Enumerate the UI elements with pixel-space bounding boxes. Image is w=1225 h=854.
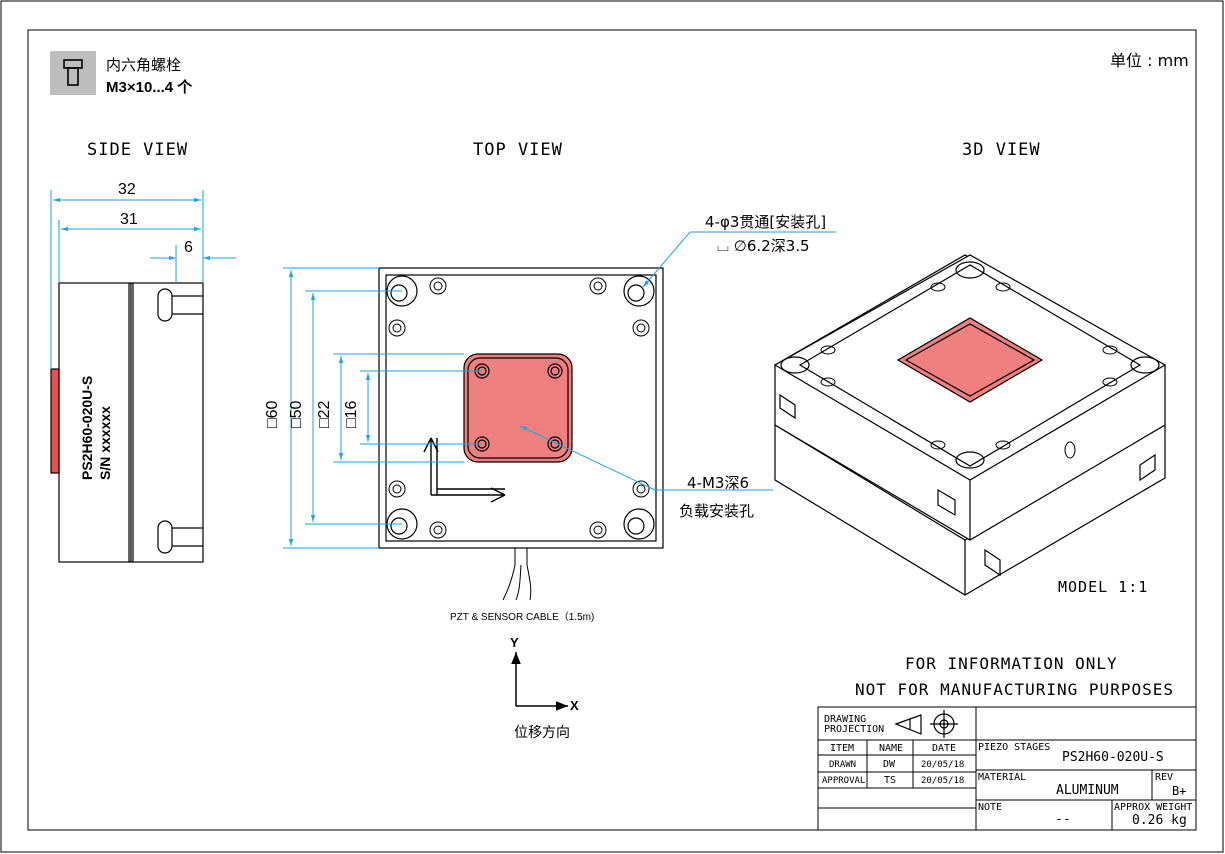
dim-22: □22 [316,400,333,428]
disclaimer-line2: NOT FOR MANUFACTURING PURPOSES [855,680,1174,699]
tb-rev-label: REV [1155,772,1174,783]
hole-note-1: 4-φ3贯通[安装孔] [705,213,827,231]
dim-50: □50 [288,400,305,428]
drawing-border [27,29,1197,831]
tb-approval: APPROVAL [822,776,866,786]
side-view-title: SIDE VIEW [87,140,189,160]
tb-material-label: MATERIAL [978,772,1027,783]
tb-material-value: ALUMINUM [1056,783,1119,798]
hex-bolt-icon [63,59,83,86]
axes-caption: 位移方向 [514,725,570,741]
tb-projection-1: DRAWING [824,714,867,725]
disclaimer-line1: FOR INFORMATION ONLY [905,654,1118,673]
top-view-title: TOP VIEW [473,140,563,160]
axes-indicator [511,652,568,711]
bolt-name: 内六角螺栓 [106,56,182,74]
axis-x-label: X [570,698,579,713]
tb-hdr-item: ITEM [830,743,855,754]
bolt-spec: M3×10...4 个 [106,79,193,96]
tb-note-value: -- [1055,812,1071,827]
tb-drawn-date: 20/05/18 [921,760,965,770]
iso-view-title: 3D VIEW [962,140,1041,160]
tb-piezo-label: PIEZO STAGES [978,742,1051,753]
iso-view [773,254,1167,596]
tb-hdr-date: DATE [932,743,957,754]
first-angle-projection-icon [894,710,958,738]
sn-label-sn: S/N xxxxxx [97,406,113,480]
tb-weight-value: 0.26 kg [1132,813,1187,828]
thread-note-1: 4-M3深6 [687,474,749,492]
tb-drawn: DRAWN [829,760,857,770]
tb-drawn-name: DW [883,759,896,770]
side-view [50,282,204,563]
thread-note-2: 负载安装孔 [679,502,755,520]
unit-label: 单位 : mm [1110,51,1189,70]
dim-32: 32 [118,181,136,198]
cable-label: PZT & SENSOR CABLE（1.5m) [450,612,595,623]
tb-weight-label: APPROX WEIGHT [1114,802,1193,813]
tb-hdr-name: NAME [879,743,904,754]
side-dimensions [50,190,236,369]
dim-6: 6 [184,239,193,256]
axis-y-label: Y [510,635,519,650]
dim-31: 31 [120,211,138,228]
hole-note-2: ⌴ ∅6.2深3.5 [717,237,810,255]
sn-label-model: PS2H60-020U-S [79,375,95,480]
dim-16: □16 [343,400,360,428]
tb-piezo-value: PS2H60-020U-S [1062,750,1164,765]
tb-approval-name: TS [884,775,897,786]
tb-projection-2: PROJECTION [824,724,885,735]
bolt-box [50,51,96,95]
tb-approval-date: 20/05/18 [921,776,965,786]
tb-rev-value: B+ [1172,784,1187,798]
sn-label: PS2H60-020U-S S/N xxxxxx [78,376,114,480]
dim-60: □60 [264,400,281,428]
title-block [817,655,1197,831]
top-dimensions [283,231,836,549]
tb-note-label: NOTE [978,802,1003,813]
top-view [378,267,664,601]
model-scale: MODEL 1:1 [1058,578,1149,596]
